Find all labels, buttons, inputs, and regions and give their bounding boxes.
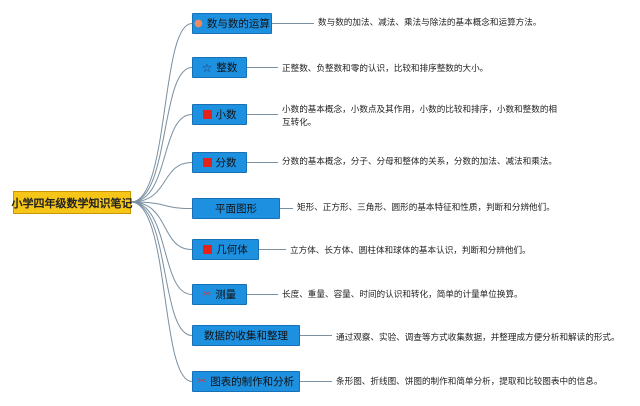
- branch-node[interactable]: ✂图表的制作和分析: [192, 371, 300, 392]
- branch-node[interactable]: 平面图形: [192, 198, 280, 219]
- branch-connector: [130, 67, 193, 203]
- branch-description: 矩形、正方形、三角形、圆形的基本特征和性质，判断和分辨他们。: [297, 203, 555, 213]
- branch-node[interactable]: 数据的收集和整理: [192, 325, 300, 346]
- branch-description: 数与数的加法、减法、乘法与除法的基本概念和运算方法。: [318, 18, 542, 28]
- branch-connector: [130, 201, 193, 336]
- branch-connector: [130, 201, 193, 209]
- branch-label: 数据的收集和整理: [204, 330, 288, 342]
- branch-node[interactable]: ●数与数的运算: [192, 13, 272, 34]
- red-square-icon: [202, 110, 212, 119]
- branch-label: 小数: [215, 109, 237, 121]
- branch-node[interactable]: ✂测量: [192, 284, 247, 305]
- branch-label: 数与数的运算: [206, 18, 270, 30]
- root-node[interactable]: 小学四年级数学知识笔记: [11, 191, 133, 214]
- branch-node[interactable]: ☆整数: [192, 57, 247, 78]
- branch-description: 立方体、长方体、圆柱体和球体的基本认识，判断和分辨他们。: [290, 246, 531, 256]
- branch-label: 图表的制作和分析: [210, 376, 295, 388]
- red-square-icon: [202, 158, 212, 167]
- branch-label: 分数: [215, 157, 237, 169]
- branch-description: 条形图、折线图、饼图的制作和简单分析，提取和比较图表中的信息。: [336, 377, 603, 387]
- branch-connector: [130, 162, 193, 203]
- branch-description: 长度、重量、容量、时间的认识和转化，简单的计量单位换算。: [282, 290, 523, 300]
- branch-connector: [130, 114, 193, 203]
- root-title: 小学四年级数学知识笔记: [11, 196, 133, 210]
- branch-label: 平面图形: [215, 203, 257, 215]
- branch-description: 通过观察、实验、调查等方式收集数据，并整理成方便分析和解读的形式。: [336, 333, 620, 343]
- scissors-icon: ✂: [202, 288, 212, 300]
- branch-description: 分数的基本概念，分子、分母和整体的关系，分数的加法、减法和乘法。: [282, 157, 558, 167]
- scissors-icon: ✂: [197, 375, 207, 387]
- branch-node[interactable]: 小数: [192, 104, 247, 125]
- branch-description: 正整数、负整数和零的认识，比较和排序整数的大小。: [282, 64, 489, 74]
- branch-description: 小数的基本概念，小数点及其作用，小数的比较和排序，小数和整数的相互转化。: [282, 105, 558, 128]
- branch-label: 测量: [215, 289, 237, 301]
- branch-node[interactable]: 几何体: [192, 239, 259, 260]
- branch-connector: [130, 201, 193, 250]
- star-outline-icon: ☆: [201, 60, 213, 75]
- branch-node[interactable]: 分数: [192, 152, 247, 173]
- red-square-icon: [203, 245, 213, 254]
- peach-dot-icon: ●: [194, 17, 203, 29]
- branch-label: 整数: [216, 62, 238, 74]
- branch-connector: [130, 201, 193, 295]
- branch-connector: [130, 201, 193, 382]
- branch-connector: [130, 23, 193, 203]
- branch-label: 几何体: [216, 244, 248, 256]
